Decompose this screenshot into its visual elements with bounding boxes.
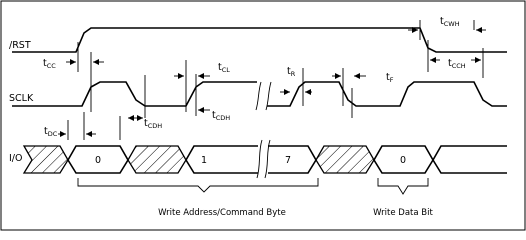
io-bit-7-cell xyxy=(268,145,317,174)
sclk-signal-label: SCLK xyxy=(9,93,34,104)
tdc-label: tDC xyxy=(44,126,58,138)
io-hatch-region-2 xyxy=(127,145,187,174)
io-data-bit-label: 0 xyxy=(400,155,406,166)
write-address-caption: Write Address/Command Byte xyxy=(158,208,286,218)
write-address-bracket xyxy=(77,178,319,193)
io-bit-0-label: 0 xyxy=(95,155,101,166)
io-hatch-region-3 xyxy=(315,145,375,174)
sclk-waveform-segment-1 xyxy=(12,81,257,107)
tcch-label: tCCH xyxy=(448,58,466,70)
write-data-bracket xyxy=(377,178,429,195)
io-bit-1-label: 1 xyxy=(201,155,207,166)
tcdh-label-2: tCDH xyxy=(212,110,230,122)
tcc-label: tCC xyxy=(43,58,56,70)
reference-lines xyxy=(67,20,484,140)
io-bit-1-cell xyxy=(185,145,258,174)
io-bit-7-label: 7 xyxy=(285,155,291,166)
tr-label: tR xyxy=(287,66,296,78)
tcl-label: tCL xyxy=(218,62,230,74)
rst-signal-label: /RST xyxy=(9,40,31,51)
io-signal-label: I/O xyxy=(9,153,22,164)
io-break-symbol xyxy=(256,139,271,179)
timing-diagram: /RST SCLK I/O 0 1 7 0 xyxy=(0,0,526,231)
write-data-caption: Write Data Bit xyxy=(373,208,433,218)
sclk-waveform-segment-2 xyxy=(267,81,507,107)
io-trailing-waveform xyxy=(432,145,507,174)
io-hatch-region-1 xyxy=(22,145,69,174)
tf-label: tF xyxy=(386,72,394,84)
tcwh-label: tCWH xyxy=(440,16,460,28)
rst-waveform xyxy=(12,27,507,53)
diagram-frame xyxy=(0,0,526,231)
sclk-break-symbol xyxy=(255,81,272,111)
tcdh-label-1: tCDH xyxy=(144,118,162,130)
